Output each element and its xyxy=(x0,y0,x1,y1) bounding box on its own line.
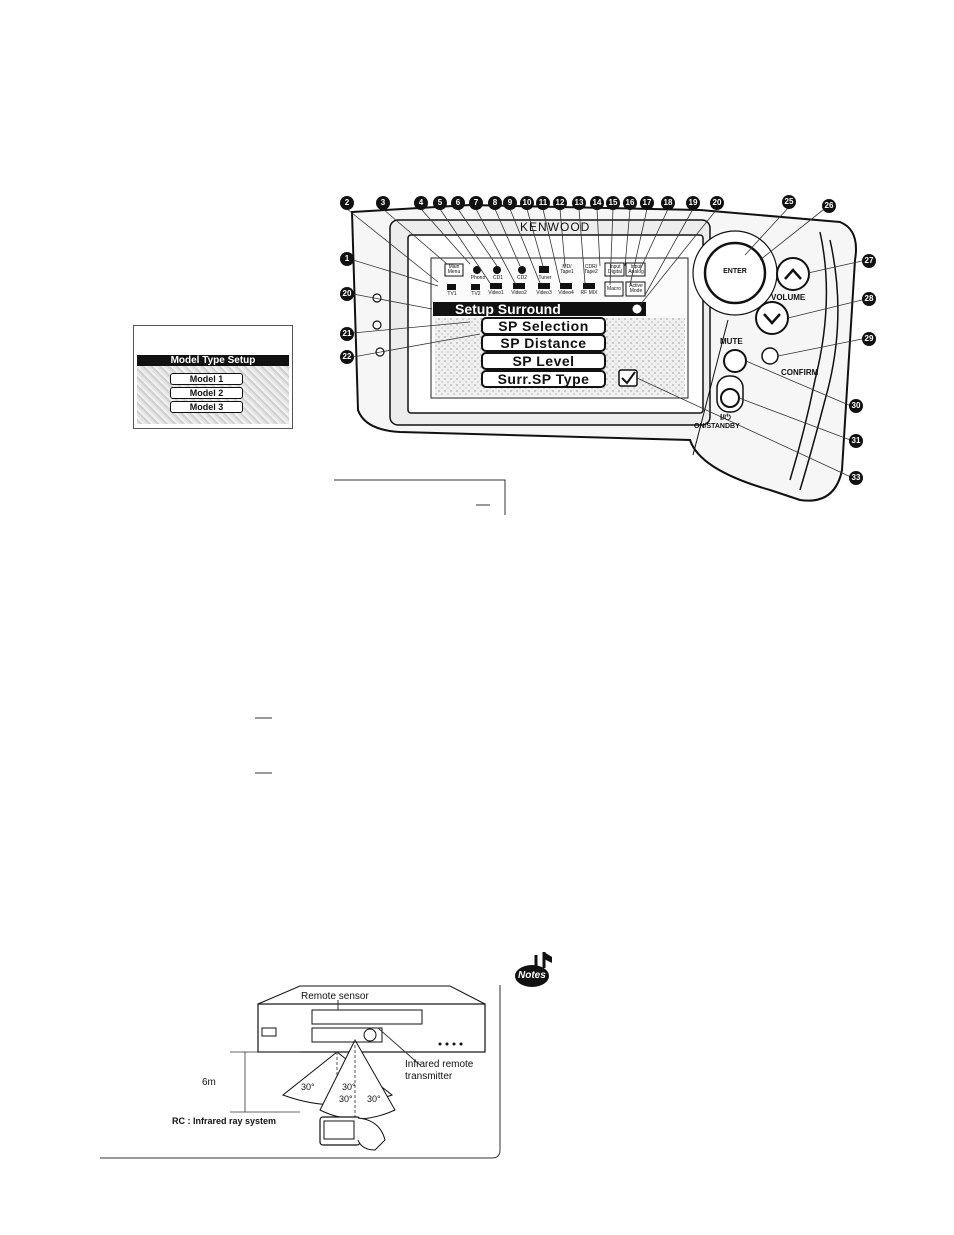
lcd-title-bar xyxy=(433,302,646,316)
video1-label[interactable]: Video1 xyxy=(488,290,504,296)
tuner-label[interactable]: Tuner xyxy=(538,275,552,281)
receiver-top xyxy=(257,985,486,1005)
notes-icon: Notes xyxy=(512,950,554,990)
callout-number: 25 xyxy=(784,197,794,206)
brand-logo: KENWOOD xyxy=(520,220,591,234)
callout-number: 7 xyxy=(473,198,479,207)
angle-label: 30° xyxy=(339,1094,353,1104)
callout-leaders-left xyxy=(352,259,481,358)
phono-label[interactable]: Phono xyxy=(470,275,486,281)
video3-label[interactable]: Video3 xyxy=(536,290,552,296)
active-mode-label[interactable]: Active Mode xyxy=(629,283,643,294)
angle-label: 30° xyxy=(342,1082,356,1092)
standby-symbol-label: I/⏻ xyxy=(720,413,731,422)
notes-icon-label: Notes xyxy=(518,970,546,981)
lcd-screen-title: Setup Surround xyxy=(455,301,561,317)
callout-leaders-top xyxy=(346,208,718,306)
callout-number: 17 xyxy=(642,198,652,207)
callout-markers xyxy=(340,195,876,485)
angle-label: 30° xyxy=(367,1094,381,1104)
callout-number: 14 xyxy=(592,198,602,207)
video4-label[interactable]: Video4 xyxy=(558,290,574,296)
callout-number: 33 xyxy=(851,473,861,482)
callout-number: 11 xyxy=(538,198,548,207)
tv2-label[interactable]: TV2 xyxy=(471,291,481,297)
callout-number: 20 xyxy=(712,198,722,207)
sp-selection-button[interactable]: SP Selection xyxy=(481,317,606,335)
callout-number: 28 xyxy=(864,294,874,303)
main-menu-label[interactable]: Main Menu xyxy=(447,264,461,275)
model-type-setup-title: Model Type Setup xyxy=(137,355,289,366)
cdr-tape2-label[interactable]: CDR/ Tape2 xyxy=(584,264,598,275)
cd2-label[interactable]: CD2 xyxy=(516,275,527,281)
distance-label: 6m xyxy=(202,1077,216,1088)
transmitter-label: Infrared remote transmitter xyxy=(405,1059,474,1082)
chevron-down-icon xyxy=(763,313,781,325)
model-3-button[interactable]: Model 3 xyxy=(170,401,243,413)
source-button-icons-top xyxy=(444,262,646,277)
volume-up-button xyxy=(776,257,810,291)
callout-number: 21 xyxy=(342,329,352,338)
callout-number: 3 xyxy=(380,198,386,207)
callout-number: 5 xyxy=(437,198,443,207)
callout-number: 26 xyxy=(824,201,834,210)
enter-button-ring xyxy=(703,241,767,305)
remote-sensor-label: Remote sensor xyxy=(301,991,369,1002)
grip-line xyxy=(789,231,828,481)
sp-level-button[interactable]: SP Level xyxy=(481,352,606,370)
cd1-label[interactable]: CD1 xyxy=(492,275,503,281)
confirm-label: CONFIRM xyxy=(781,368,819,377)
standby-label: ON/STANDBY xyxy=(694,423,740,430)
video2-label[interactable]: Video2 xyxy=(511,290,527,296)
mute-label: MUTE xyxy=(720,337,743,346)
callout-number: 16 xyxy=(625,198,635,207)
callout-number: 12 xyxy=(555,198,565,207)
callout-number: 31 xyxy=(851,436,861,445)
tv1-label[interactable]: TV1 xyxy=(447,291,457,297)
callout-number: 8 xyxy=(492,198,498,207)
input-analog-label[interactable]: Input Analog xyxy=(628,264,644,275)
chevron-up-icon xyxy=(784,268,802,280)
callout-number: 30 xyxy=(851,401,861,410)
callout-number: 27 xyxy=(864,256,874,265)
rc-caption: RC : Infrared ray system xyxy=(172,1116,277,1126)
input-digital-label[interactable]: Input Digital xyxy=(608,264,622,275)
callout-number: 9 xyxy=(507,198,513,207)
callout-number: 13 xyxy=(574,198,584,207)
volume-label: VOLUME xyxy=(771,293,806,302)
callout-leaders-right xyxy=(636,206,863,479)
enter-button-label[interactable]: ENTER xyxy=(723,268,747,275)
callout-number: 2 xyxy=(344,198,350,207)
callout-number: 15 xyxy=(608,198,618,207)
callout-number: 18 xyxy=(663,198,673,207)
source-button-icons-bottom xyxy=(447,281,646,297)
callout-number: 19 xyxy=(688,198,698,207)
indicator-dot xyxy=(372,320,382,330)
model-type-setup-inset: Model Type Setup Model 1 Model 2 Model 3 xyxy=(133,325,293,429)
grip-line-outer xyxy=(799,239,839,491)
callout-number: 29 xyxy=(864,334,874,343)
callout-number: 4 xyxy=(418,198,424,207)
callout-number: 20 xyxy=(342,289,352,298)
model-2-button[interactable]: Model 2 xyxy=(170,387,243,399)
callout-number: 22 xyxy=(342,352,352,361)
md-tape1-label[interactable]: MD/ Tape1 xyxy=(560,264,574,275)
lcd-title-indicator xyxy=(631,303,643,315)
sp-distance-button[interactable]: SP Distance xyxy=(481,334,606,352)
receiver-display xyxy=(311,1009,423,1025)
rf-mix-label[interactable]: RF MIX xyxy=(580,290,598,296)
callout-number: 10 xyxy=(522,198,532,207)
model-1-button[interactable]: Model 1 xyxy=(170,373,243,385)
macro-label[interactable]: Macro xyxy=(607,286,621,292)
callout-number: 1 xyxy=(344,254,350,263)
surr-sp-type-button[interactable]: Surr.SP Type xyxy=(481,370,606,388)
callout-number: 6 xyxy=(455,198,461,207)
angle-label: 30° xyxy=(301,1082,315,1092)
